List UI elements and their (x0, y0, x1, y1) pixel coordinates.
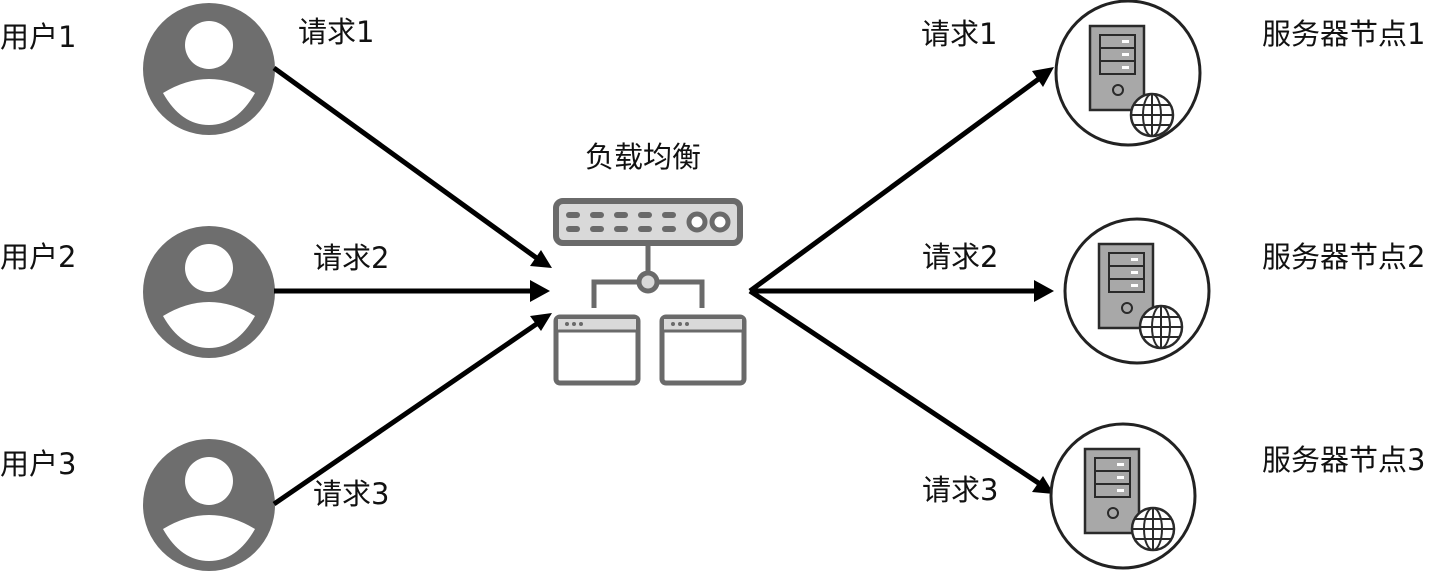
user-label-1: 用户1 (0, 20, 77, 54)
arrow-lb-to-server2 (750, 280, 1054, 302)
server-icon (1088, 24, 1146, 112)
user-request-label-2: 请求2 (313, 241, 390, 275)
globe-icon (1138, 304, 1184, 350)
server-request-label-3: 请求3 (922, 473, 999, 507)
user-label-2: 用户2 (0, 240, 77, 274)
arrow-user2-to-lb (274, 280, 550, 302)
user-label-3: 用户3 (0, 447, 77, 481)
server-node-2 (1063, 217, 1211, 365)
server-label-3: 服务器节点3 (1262, 443, 1426, 477)
globe-icon (1130, 506, 1176, 552)
window-icon (659, 314, 747, 386)
server-request-label-1: 请求1 (921, 17, 998, 51)
user-avatar-1 (143, 3, 275, 135)
load-balancer-icon (553, 198, 747, 386)
user-request-label-3: 请求3 (313, 477, 390, 511)
server-node-1 (1054, 0, 1202, 147)
window-icon (553, 314, 641, 386)
user-avatar-2 (143, 226, 275, 358)
server-label-1: 服务器节点1 (1262, 17, 1426, 51)
globe-icon (1129, 92, 1175, 138)
server-node-3 (1049, 422, 1197, 570)
user-avatar-3 (143, 439, 275, 571)
server-label-2: 服务器节点2 (1262, 240, 1426, 274)
server-request-label-2: 请求2 (922, 240, 999, 274)
load-balancer-label: 负载均衡 (585, 140, 702, 174)
server-icon (1083, 447, 1141, 535)
arrow-user1-to-lb (272, 65, 552, 268)
user-request-label-1: 请求1 (298, 15, 375, 49)
arrow-lb-to-server3 (748, 288, 1054, 494)
arrow-user3-to-lb (272, 313, 552, 507)
arrow-lb-to-server1 (748, 67, 1054, 294)
